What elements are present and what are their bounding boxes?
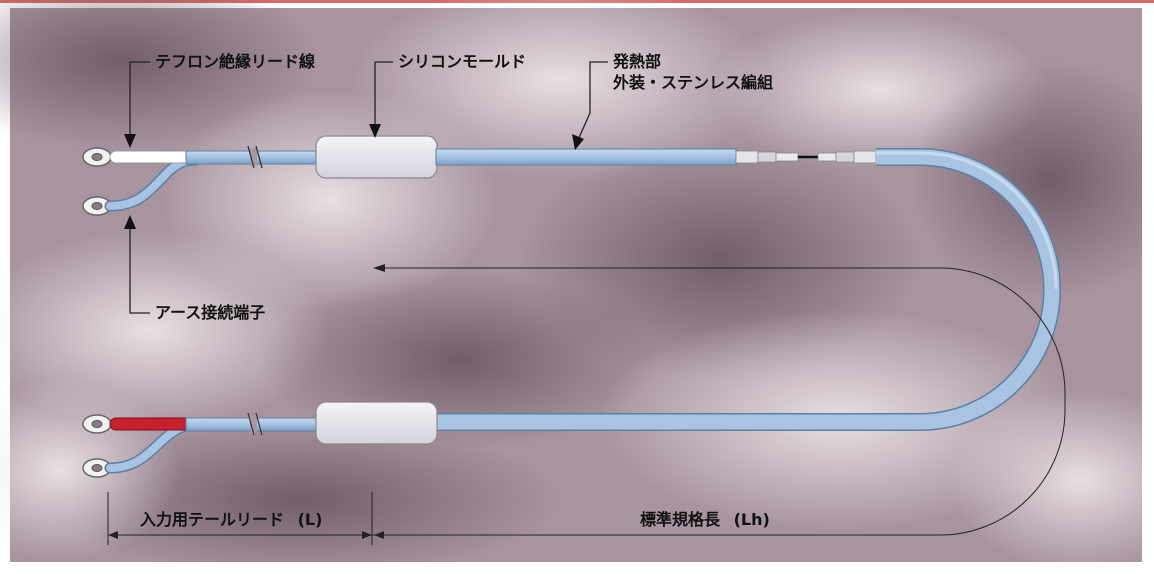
upper-lead-assembly <box>82 135 877 216</box>
callout-teflon <box>124 61 150 148</box>
stripped-section <box>735 150 877 164</box>
label-silicone-mold: シリコンモールド <box>398 52 527 71</box>
ring-terminal-upper-2 <box>82 196 112 216</box>
label-input-tail-lead-text: 入力用テールリード <box>140 510 285 529</box>
ring-terminal-lower-1 <box>82 414 112 434</box>
label-input-tail-lead-symbol: (L) <box>297 510 323 529</box>
ring-terminal-lower-2 <box>82 458 112 478</box>
lower-lead-assembly <box>82 401 438 478</box>
label-heating-part: 発熱部 <box>613 52 662 71</box>
silicone-mold-upper <box>315 135 438 179</box>
ring-terminal-upper-1 <box>82 147 112 167</box>
label-standard-length-symbol: (Lh) <box>733 510 770 529</box>
heating-cable-upper <box>435 148 737 166</box>
label-earth-terminal: アース接続端子 <box>155 303 266 322</box>
label-input-tail-lead: 入力用テールリード (L) <box>140 510 322 530</box>
callout-earth <box>124 215 150 314</box>
teflon-lead-white <box>109 150 193 164</box>
label-heating-sheath: 外装・ステンレス編組 <box>613 73 774 92</box>
label-standard-length: 標準規格長 (Lh) <box>640 510 770 530</box>
teflon-lead-red <box>109 417 193 431</box>
callout-heating <box>572 61 608 150</box>
label-teflon-lead: テフロン絶縁リード線 <box>155 52 316 71</box>
dimension-lines <box>107 492 940 545</box>
callout-silicone <box>369 61 393 138</box>
label-standard-length-text: 標準規格長 <box>640 510 721 529</box>
length-return-line <box>373 264 1066 536</box>
silicone-mold-lower <box>315 401 438 445</box>
